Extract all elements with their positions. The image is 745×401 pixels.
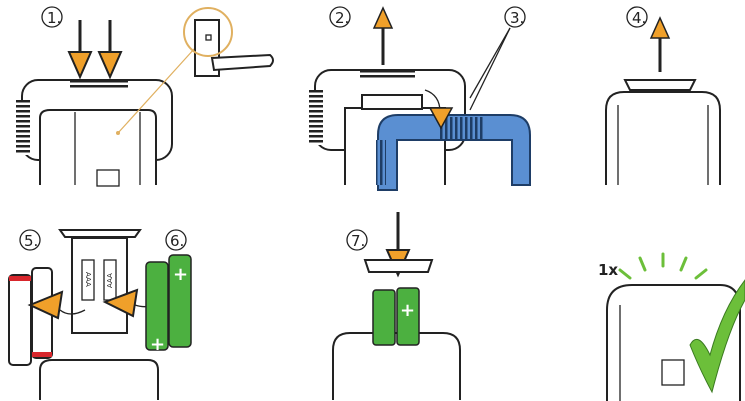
svg-text:1.: 1. [47, 9, 61, 27]
slide-arrow-icon [424, 89, 454, 130]
svg-text:+: + [173, 264, 188, 285]
device-window [96, 169, 120, 187]
press-count-label: 1x [598, 261, 618, 279]
device-body [39, 359, 159, 400]
svg-text:+: + [150, 334, 165, 355]
battery-plate [58, 229, 142, 238]
device-window [661, 359, 685, 386]
light-rays-icon [618, 252, 708, 280]
step-4-label: 4. [626, 6, 648, 28]
step-2-label: 2. [329, 6, 351, 28]
svg-text:6.: 6. [170, 232, 184, 250]
pull-up-arrow-icon [372, 6, 394, 65]
svg-text:AAA: AAA [106, 273, 114, 288]
step-1-panel: 1. [16, 6, 274, 187]
svg-text:7.: 7. [351, 232, 365, 250]
new-batteries: + + [145, 254, 192, 355]
svg-text:+: + [400, 300, 415, 321]
device-body [39, 109, 157, 185]
svg-text:3.: 3. [510, 9, 524, 27]
svg-text:AAA: AAA [84, 272, 92, 287]
svg-text:4.: 4. [632, 9, 646, 27]
confirmation-panel: 1x [598, 252, 745, 401]
check-mark-icon [689, 279, 745, 394]
blue-clip [376, 114, 531, 191]
step-5-6-panel: 5. 6. AAA AAA + + [8, 229, 192, 400]
remove-arrow-icon [27, 290, 86, 320]
callout-zoom-icon [116, 7, 274, 135]
device-body [605, 91, 721, 185]
battery-plate [363, 259, 434, 273]
battery-plate [361, 94, 423, 110]
old-batteries [8, 267, 53, 366]
svg-text:2.: 2. [335, 9, 349, 27]
step-7-label: 7. [346, 229, 368, 251]
step-7-panel: 7. + [332, 212, 461, 400]
step-2-3-panel: 2. 3. [309, 6, 531, 191]
step-3-label: 3. [504, 6, 526, 28]
press-down-arrow-icon [67, 20, 123, 80]
svg-text:5.: 5. [24, 232, 38, 250]
step-6-label: 6. [165, 229, 187, 251]
step-1-label: 1. [41, 6, 63, 28]
cover-ribs [16, 100, 30, 155]
pull-up-arrow-icon [649, 16, 671, 72]
step-4-panel: 4. [605, 6, 721, 185]
battery-holder [71, 237, 128, 334]
step-5-label: 5. [19, 229, 41, 251]
battery-plate [623, 79, 697, 91]
press-grip [70, 80, 128, 90]
